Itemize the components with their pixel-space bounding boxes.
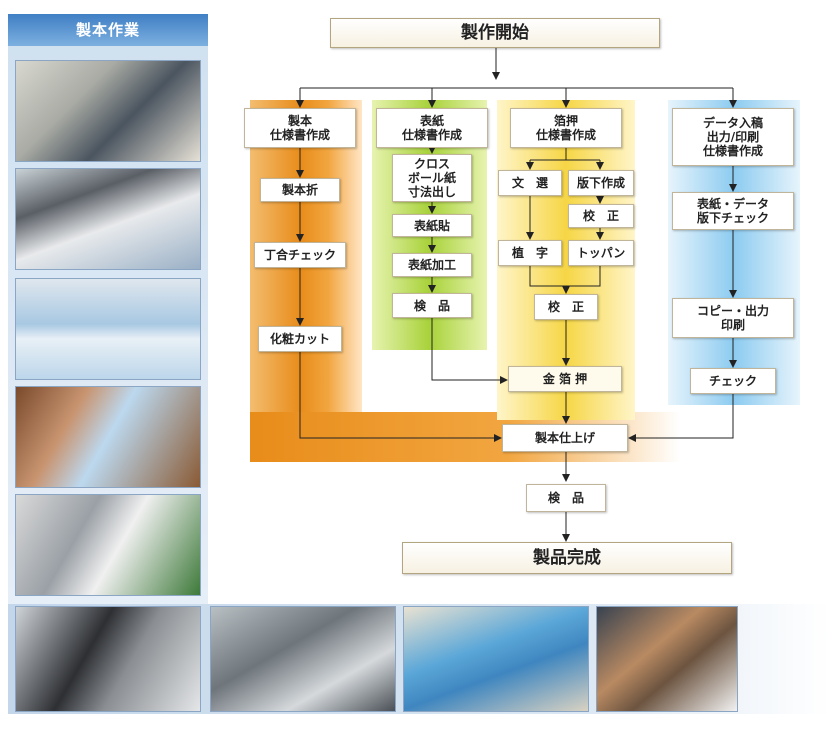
shiage-node: 製本仕上げ xyxy=(502,424,628,452)
copy-print-node: コピー・出力 印刷 xyxy=(672,298,794,338)
toppan-node: トッパン xyxy=(568,240,634,266)
pressing-photo xyxy=(15,386,201,488)
kosei-1-node: 校 正 xyxy=(568,204,634,228)
hand-tool-photo xyxy=(596,606,738,712)
kosei-2-node: 校 正 xyxy=(534,294,598,320)
chogai-check-node: 丁合チェック xyxy=(254,242,346,268)
hyoshi-data-check-node: 表紙・データ 版下チェック xyxy=(672,192,794,230)
hyoshi-spec-node: 表紙 仕様書作成 xyxy=(376,108,488,148)
cloth-board-node: クロス ボール紙 寸法出し xyxy=(392,154,472,202)
kesho-cut-node: 化粧カット xyxy=(258,326,342,352)
check-node: チェック xyxy=(690,368,776,394)
cover-material-photo xyxy=(403,606,589,712)
stamping-press-photo xyxy=(15,606,201,712)
data-spec-node: データ入稿 出力/印刷 仕様書作成 xyxy=(672,108,794,166)
shokuji-node: 植 字 xyxy=(498,240,562,266)
hyoshi-ha-node: 表紙貼 xyxy=(392,214,472,237)
hanshita-node: 版下作成 xyxy=(568,170,634,196)
cutting-machine-photo xyxy=(15,60,201,162)
seihon-lane xyxy=(250,100,362,460)
paper-stacks-photo xyxy=(15,278,201,380)
binding-machine-photo xyxy=(210,606,396,712)
hakuoshi-spec-node: 箔押 仕様書作成 xyxy=(510,108,622,148)
foil-sheet-photo xyxy=(15,494,201,596)
hyoshi-kako-node: 表紙加工 xyxy=(392,253,472,277)
kenpin-green-node: 検 品 xyxy=(392,293,472,318)
kenpin-final-node: 検 品 xyxy=(526,484,606,512)
sidebar-title: 製本作業 xyxy=(8,14,208,46)
workers-folding-photo xyxy=(15,168,201,270)
end-node: 製品完成 xyxy=(402,542,732,574)
seihon-ori-node: 製本折 xyxy=(260,178,340,202)
bunsen-node: 文 選 xyxy=(498,170,562,196)
kinpaku-node: 金 箔 押 xyxy=(508,366,622,392)
start-node: 製作開始 xyxy=(330,18,660,48)
seihon-spec-node: 製本 仕様書作成 xyxy=(244,108,356,148)
